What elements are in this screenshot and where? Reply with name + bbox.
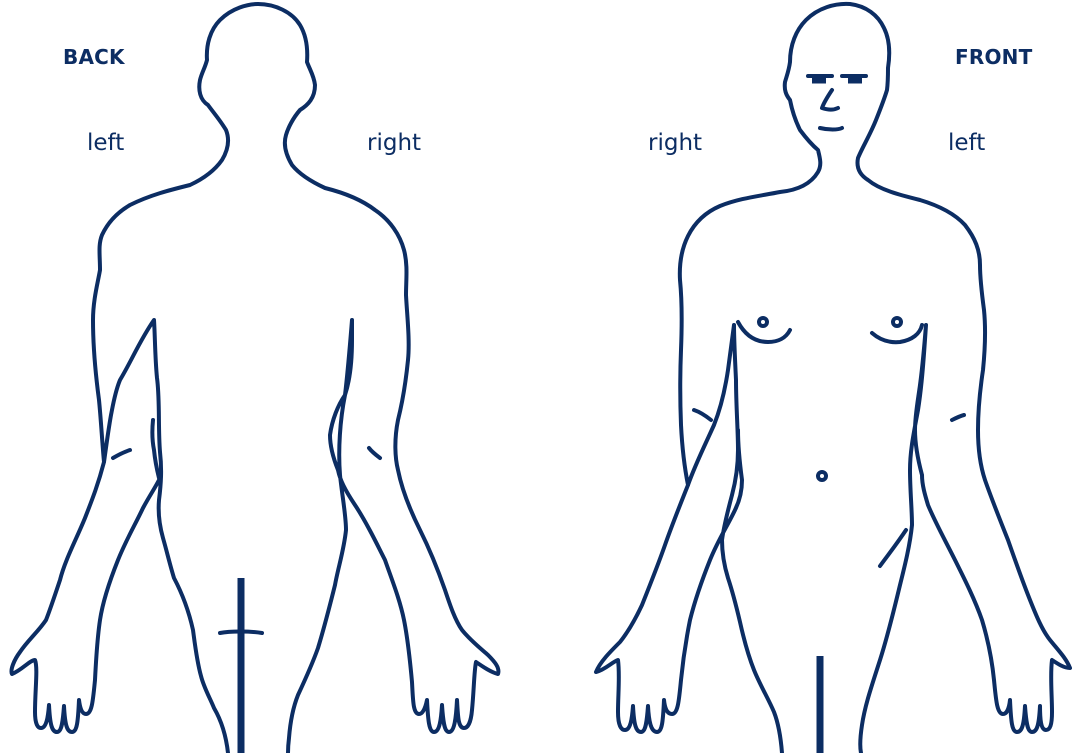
front-face-nose [822, 90, 838, 110]
front-nipple-right [759, 318, 767, 326]
front-body-outline [596, 4, 1070, 753]
back-body-figure [11, 4, 498, 753]
back-right-elbow-mark [369, 448, 380, 458]
front-left-elbow-mark [952, 415, 964, 420]
front-nipple-left [893, 318, 901, 326]
front-hip-crease [880, 530, 906, 566]
back-spine-cross [220, 632, 262, 634]
front-right-elbow-mark [694, 410, 711, 420]
front-face-mouth [820, 128, 842, 130]
back-left-elbow-mark [113, 450, 130, 458]
back-body-outline [11, 4, 498, 753]
front-body-figure [596, 4, 1070, 753]
front-navel [818, 472, 826, 480]
